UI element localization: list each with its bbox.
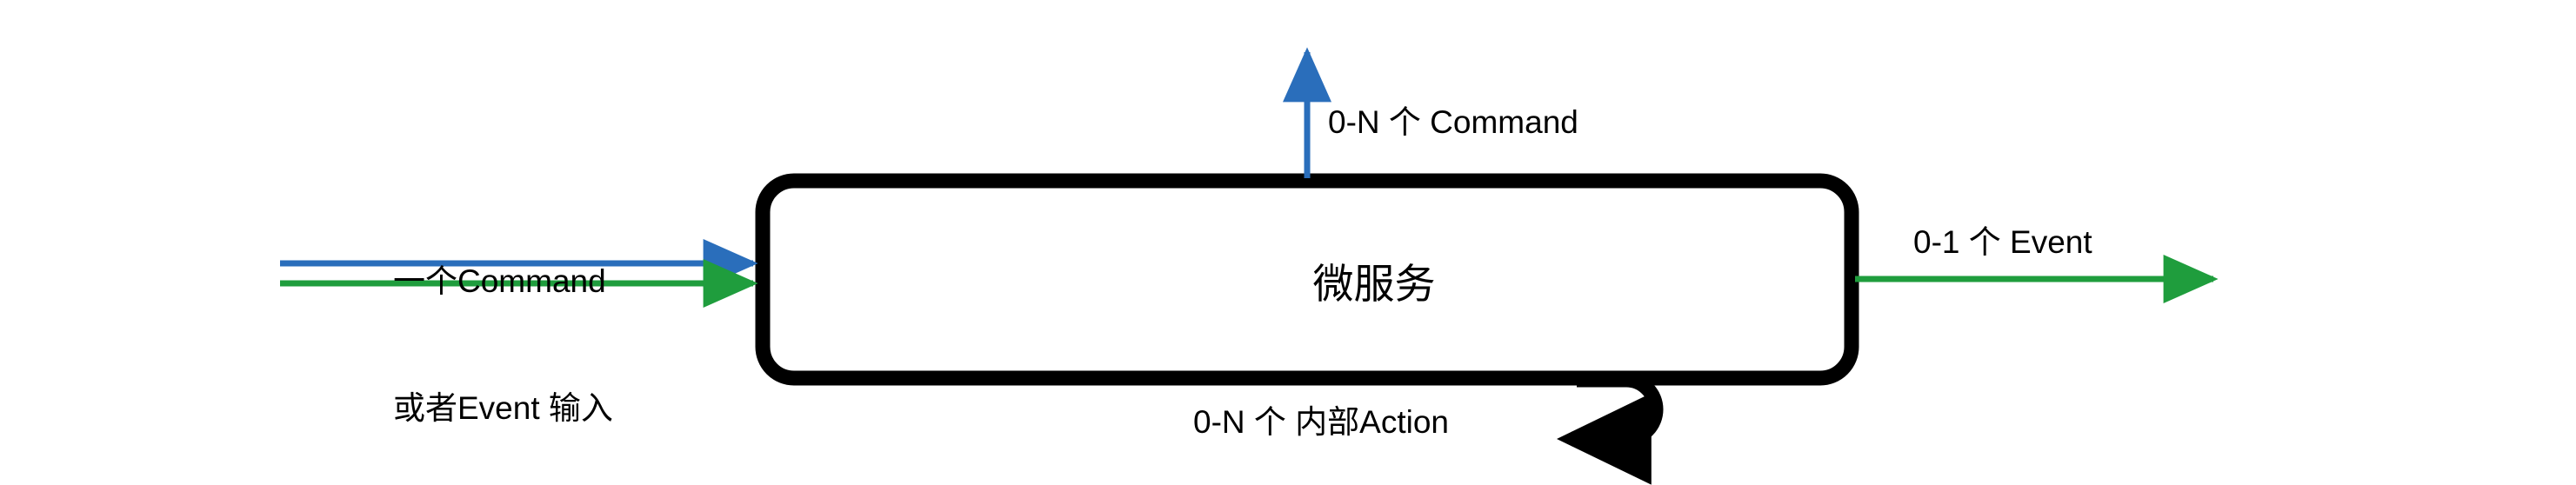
input-label-line1: 一个Command (393, 262, 606, 299)
input-label: 一个Command 或者Event 输入 (393, 176, 613, 485)
input-label-line2: 或者Event 输入 (393, 390, 613, 427)
command-output-label: 0-N 个 Command (1328, 104, 1578, 140)
microservice-box-label: 微服务 (1312, 261, 1436, 307)
event-output-label: 0-1 个 Event (1913, 224, 2092, 260)
microservice-box (755, 173, 1859, 386)
internal-action-loop-arrow (1557, 372, 1664, 485)
internal-action-label: 0-N 个 内部Action (1193, 404, 1450, 440)
